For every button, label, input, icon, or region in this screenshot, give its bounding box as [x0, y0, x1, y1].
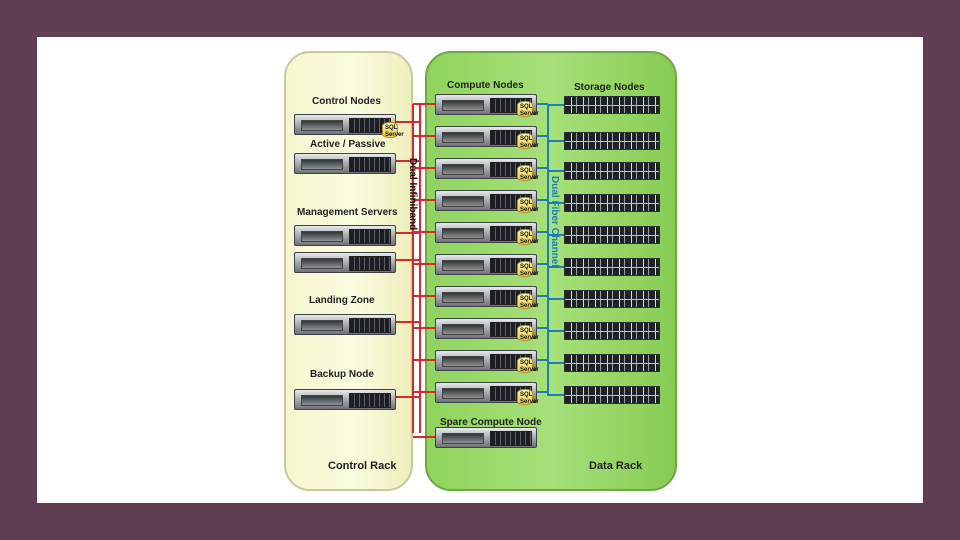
management-server: [294, 225, 396, 246]
control-node-server: [294, 153, 396, 174]
compute-nodes-label: Compute Nodes: [447, 80, 524, 91]
fibre-channel-label: Dual Fiber Channel: [549, 176, 560, 268]
storage-node: [564, 258, 660, 276]
storage-node: [564, 162, 660, 180]
compute-node-server: [435, 158, 537, 179]
active-passive-label: Active / Passive: [310, 139, 386, 150]
storage-node: [564, 386, 660, 404]
storage-node: [564, 96, 660, 114]
control-nodes-label: Control Nodes: [312, 96, 381, 107]
spare-compute-node-server: [435, 427, 537, 448]
storage-node: [564, 322, 660, 340]
storage-node: [564, 226, 660, 244]
compute-node-server: [435, 126, 537, 147]
storage-node: [564, 354, 660, 372]
control-rack-label: Control Rack: [328, 460, 397, 472]
management-server: [294, 252, 396, 273]
compute-node-server: [435, 254, 537, 275]
storage-node: [564, 194, 660, 212]
backup-node-label: Backup Node: [310, 369, 374, 380]
spare-compute-node-label: Spare Compute Node: [440, 417, 542, 428]
storage-node: [564, 290, 660, 308]
management-servers-label: Management Servers: [297, 207, 398, 218]
data-rack-label: Data Rack: [589, 460, 643, 472]
landing-zone-label: Landing Zone: [309, 295, 375, 306]
landing-zone-server: [294, 314, 396, 335]
infiniband-label: Dual Infiniband: [407, 158, 418, 231]
control-node-server: [294, 114, 396, 135]
storage-node: [564, 132, 660, 150]
storage-nodes-label: Storage Nodes: [574, 82, 645, 93]
backup-node-server: [294, 389, 396, 410]
